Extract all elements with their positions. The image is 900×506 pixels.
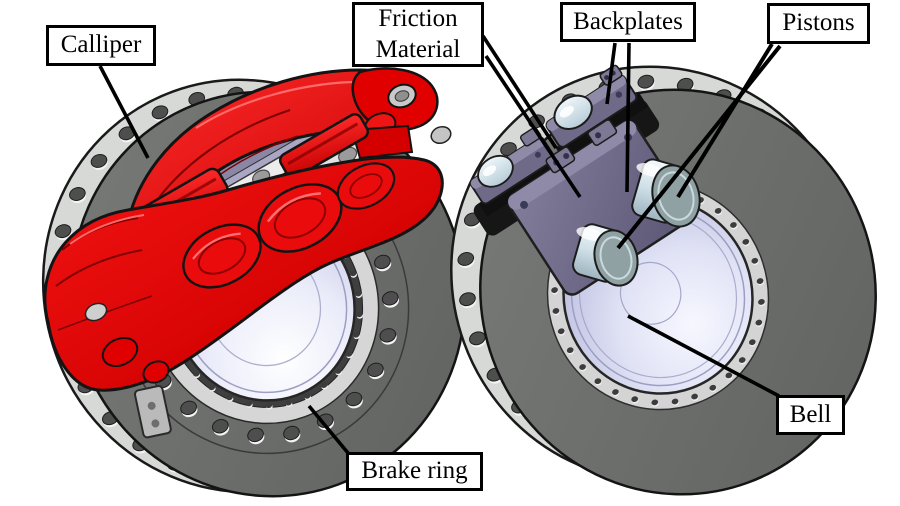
- leader-line-pistons-1: [676, 42, 774, 199]
- leader-line-calliper: [98, 65, 150, 159]
- caliper-piston-bulge-c: [336, 162, 396, 210]
- label-bell: Bell: [776, 395, 845, 435]
- piston-dome-b: [477, 154, 514, 188]
- left-brake-assembly: [41, 67, 467, 498]
- piston-dome-a: [553, 94, 593, 130]
- caliper-pin: [430, 125, 452, 145]
- caliper-body-ridge2: [55, 249, 143, 287]
- label-friction-material: Friction Material: [352, 2, 484, 67]
- backplate-hole: [534, 151, 541, 158]
- friction-strip-b: [479, 153, 566, 217]
- backplate-top-edge: [508, 120, 637, 210]
- caliper-lower-boss2: [142, 360, 170, 384]
- lug-hole: [604, 75, 609, 80]
- leader-lines: [98, 35, 782, 455]
- lug-hole: [563, 153, 570, 160]
- caliper-lower-boss1: [101, 336, 139, 368]
- leader-line-backplates-1: [605, 42, 617, 105]
- leader-line-brake-ring: [307, 404, 350, 455]
- label-calliper: Calliper: [46, 25, 156, 66]
- lug-hole: [595, 132, 602, 139]
- caliper-nut: [84, 302, 108, 322]
- caliper-body-highlight: [69, 214, 145, 245]
- caliper-bridge-bar2: [278, 113, 370, 179]
- leader-line-backplates-2: [625, 42, 631, 193]
- backplate-hole: [615, 91, 623, 98]
- piston-dome-a-highlight: [559, 105, 574, 118]
- leader-line-bell: [627, 314, 780, 398]
- caliper-arm-ridge: [149, 109, 291, 211]
- label-brake-ring: Brake ring: [346, 452, 483, 491]
- leader-line-pistons-2: [616, 44, 782, 250]
- leader-line-friction-2: [484, 55, 582, 198]
- caliper-bolt-center: [394, 90, 410, 102]
- backplate-lug2: [587, 119, 618, 146]
- caliper-piston-bulge-b: [182, 223, 262, 289]
- outer-pad-unit-b: [469, 127, 566, 217]
- caliper-arm-highlight: [195, 80, 353, 129]
- leader-line-friction-1: [481, 35, 558, 149]
- piston-lower-highlight: [576, 227, 604, 241]
- label-backplates: Backplates: [560, 2, 696, 42]
- caliper: [43, 67, 452, 439]
- caliper-bracket: [133, 385, 172, 439]
- label-pistons: Pistons: [767, 3, 870, 44]
- backplate-hole: [520, 200, 529, 209]
- piston-dome-b-highlight: [482, 165, 497, 177]
- piston-lower: [572, 223, 639, 287]
